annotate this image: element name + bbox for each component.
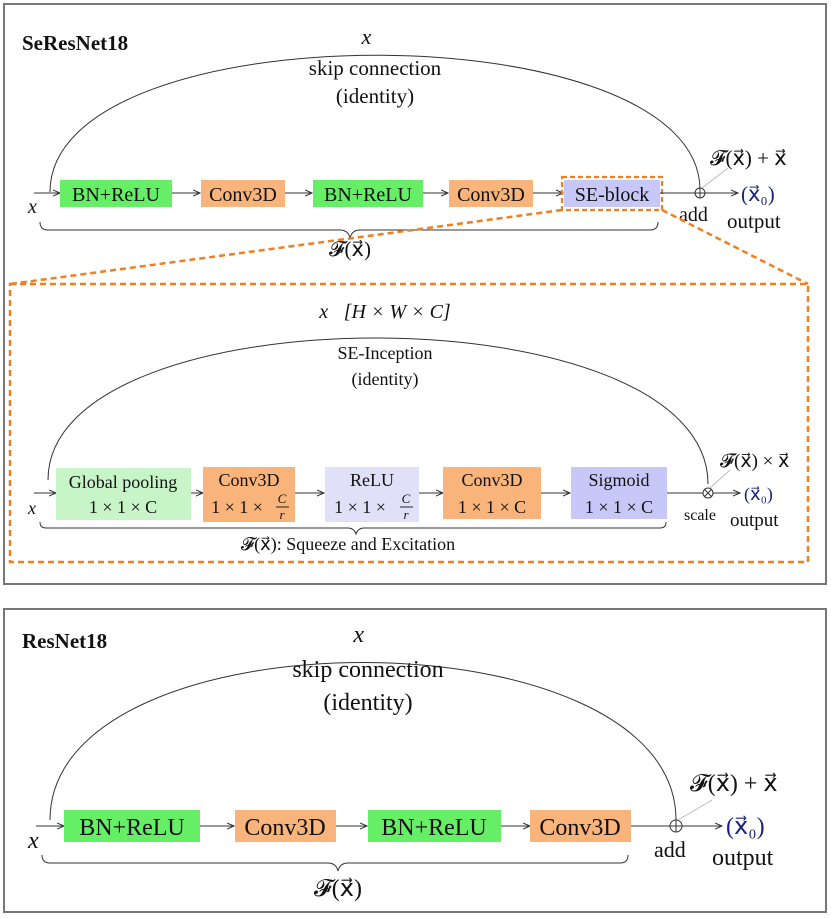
- se-brace-label: 𝓕(x⃗): Squeeze and Excitation: [241, 534, 455, 555]
- seresnet-block-bnrelu-1: [60, 180, 172, 207]
- seresnet-block-conv3d-2: [449, 180, 533, 207]
- seresnet-skip-label: skip connection: [309, 56, 442, 80]
- se-block-sigmoid: [571, 467, 667, 519]
- se-block-global-pooling-line1: Global pooling: [69, 472, 178, 492]
- resnet-block-conv3d-1: [235, 810, 336, 842]
- se-block-conv3d-2-line2: 1 × 1 × C: [458, 497, 526, 517]
- zoom-line-right: [661, 208, 809, 286]
- resnet-panel: [3, 608, 827, 913]
- resnet-block-conv3d-2-label: Conv3D: [539, 815, 620, 841]
- se-block-conv3d-1-line1: Conv3D: [218, 470, 279, 490]
- se-block-relu-frac-num: C: [402, 491, 411, 506]
- seresnet-block-conv3d-1: [201, 180, 285, 207]
- seresnet-block-conv3d-1-label: Conv3D: [209, 184, 277, 206]
- se-detail-panel: [8, 282, 810, 564]
- se-skip-label: SE-Inception: [338, 343, 433, 363]
- resnet-brace-label: 𝓕(x⃗): [314, 876, 362, 902]
- se-block-sigmoid-line1: Sigmoid: [588, 470, 649, 490]
- seresnet-block-se: [564, 180, 660, 207]
- resnet-sum-pointer: [677, 799, 713, 821]
- seresnet-sum-pointer: [701, 167, 729, 189]
- resnet-out-label: (x⃗₀): [726, 814, 765, 840]
- se-block-sigmoid-line2: 1 × 1 × C: [585, 497, 653, 517]
- resnet-skip-arc: [49, 662, 677, 821]
- seresnet-skip-arc: [49, 54, 701, 193]
- seresnet-add-label: add: [679, 204, 708, 226]
- seresnet-block-conv3d-2-label: Conv3D: [457, 184, 525, 206]
- resnet-output-label: output: [712, 845, 774, 871]
- se-brace: [39, 521, 667, 536]
- se-block-conv3d-1-frac-num: C: [278, 491, 287, 506]
- resnet-block-bnrelu-1: [64, 810, 200, 842]
- se-block-global-pooling: [56, 468, 191, 520]
- se-out-label: (x⃗₀): [744, 484, 773, 505]
- resnet-brace: [41, 854, 629, 872]
- se-block-relu-line1: ReLU: [350, 470, 394, 490]
- seresnet-brace-label: 𝓕(x⃗): [329, 237, 371, 261]
- se-block-relu-frac-den: r: [403, 507, 409, 522]
- seresnet-skip-identity: (identity): [336, 84, 414, 108]
- seresnet-input: x⃗: [27, 196, 52, 218]
- resnet-sum-label: 𝓕(x⃗) + x⃗: [690, 771, 778, 797]
- se-block-conv3d-1: [203, 467, 295, 522]
- resnet-skip-label: skip connection: [292, 657, 443, 683]
- resnet-title: ResNet18: [22, 629, 107, 653]
- se-skip-x: x⃗[H × W × C]: [318, 301, 450, 323]
- se-skip-identity: (identity): [352, 369, 419, 390]
- se-output-label: output: [730, 510, 779, 531]
- resnet-block-bnrelu-2-label: BN+ReLU: [381, 815, 487, 841]
- se-block-conv3d-1-frac-den: r: [279, 507, 285, 522]
- seresnet-block-bnrelu-2: [313, 180, 423, 207]
- resnet-add-label: add: [654, 837, 686, 862]
- resnet-input: x⃗: [27, 828, 57, 854]
- se-block-relu-line2: 1 × 1 ×: [334, 497, 386, 517]
- seresnet-block-bnrelu-1-label: BN+ReLU: [72, 184, 160, 206]
- se-mul-label: 𝓕(x⃗) × x⃗: [720, 451, 789, 472]
- se-skip-arc: [47, 337, 709, 485]
- se-scale-label: scale: [684, 507, 716, 524]
- se-block-conv3d-2: [443, 467, 541, 519]
- se-block-global-pooling-line2: 1 × 1 × C: [89, 497, 157, 517]
- se-block-conv3d-1-line2: 1 × 1 ×: [211, 497, 263, 517]
- seresnet-brace: [39, 221, 659, 239]
- seresnet-output-label: output: [727, 209, 781, 233]
- resnet-block-conv3d-1-label: Conv3D: [244, 815, 325, 841]
- se-block-conv3d-2-line1: Conv3D: [461, 470, 522, 490]
- resnet-skip-identity: (identity): [323, 690, 412, 716]
- seresnet-block-se-label: SE-block: [575, 184, 649, 206]
- seresnet-skip-x: x⃗: [361, 24, 389, 49]
- resnet-block-bnrelu-2: [368, 810, 501, 842]
- se-block-relu: [325, 467, 419, 522]
- seresnet-sum-label: 𝓕(x⃗) + x⃗: [710, 146, 787, 170]
- seresnet-panel: [3, 3, 827, 585]
- resnet-block-bnrelu-1-label: BN+ReLU: [79, 815, 185, 841]
- seresnet-out-label: (x⃗₀): [741, 182, 775, 206]
- resnet-skip-x: x⃗: [352, 622, 382, 648]
- seresnet-block-bnrelu-2-label: BN+ReLU: [324, 184, 412, 206]
- zoom-line-left: [9, 208, 563, 286]
- resnet-block-conv3d-2: [530, 810, 631, 842]
- seresnet-title: SeResNet18: [22, 31, 128, 55]
- se-input: x⃗: [27, 498, 50, 518]
- se-mul-pointer: [709, 469, 731, 489]
